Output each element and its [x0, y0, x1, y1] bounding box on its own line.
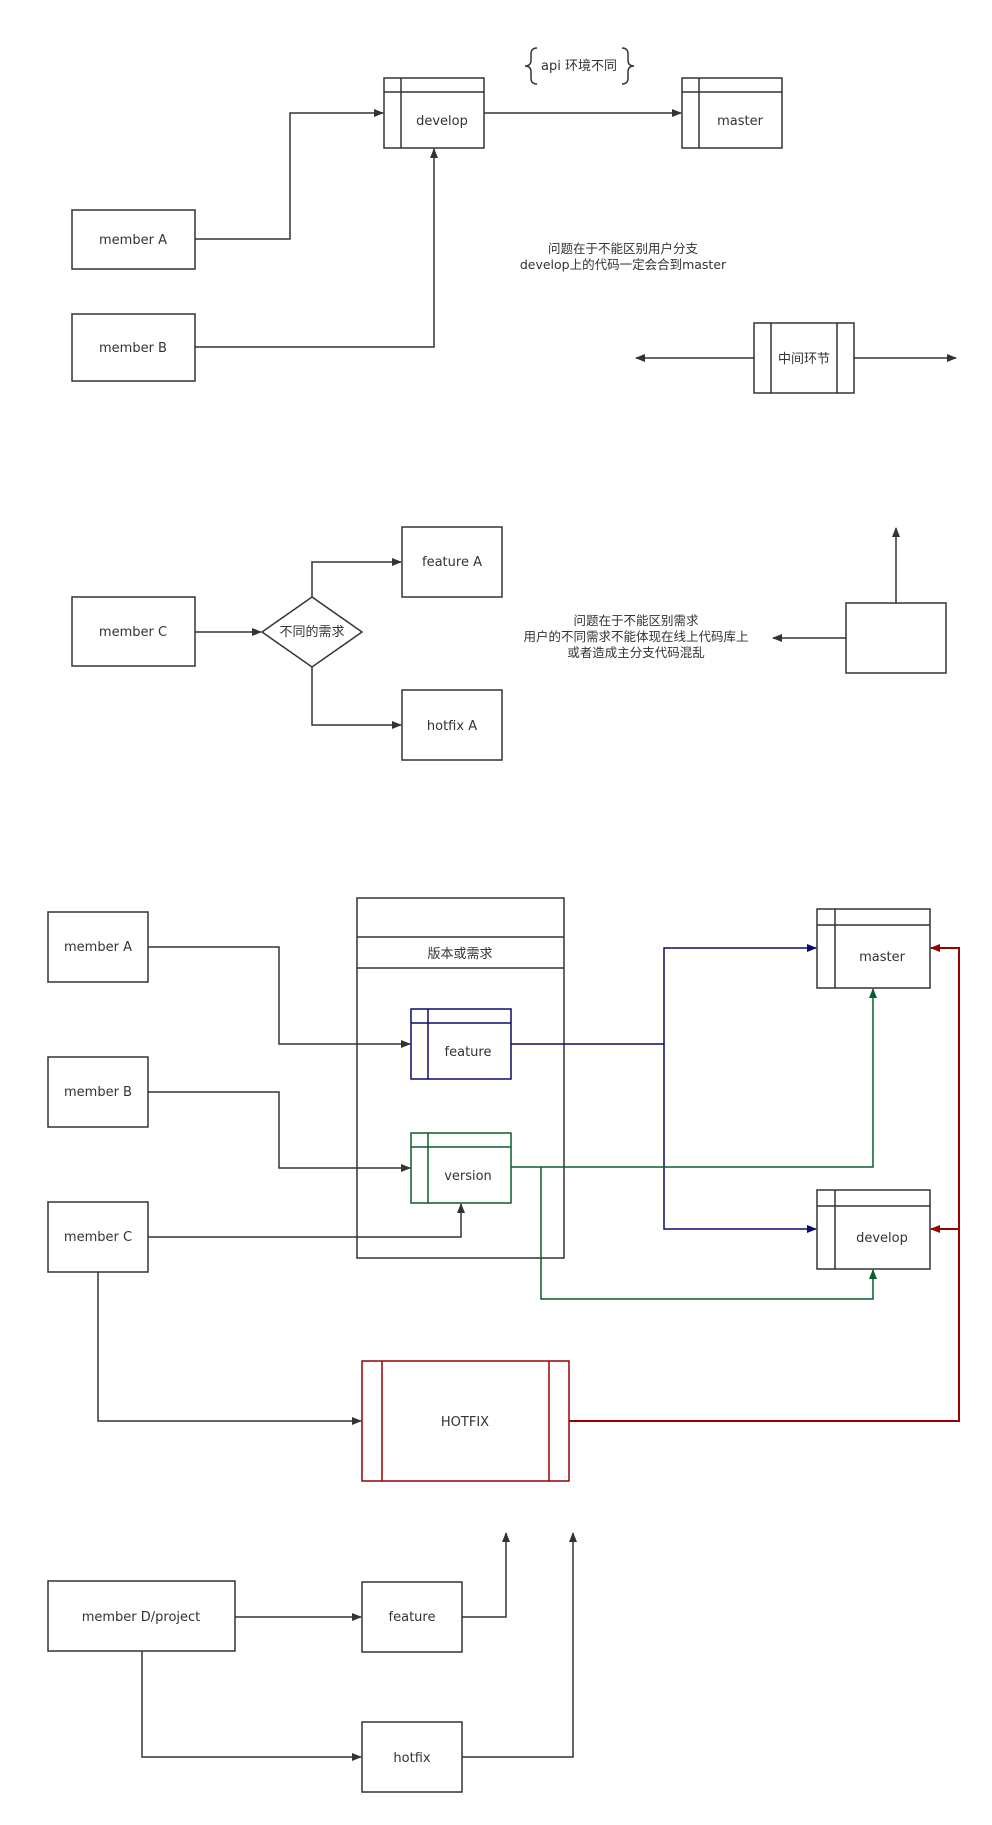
problem-note-1: 问题在于不能区别用户分支 develop上的代码一定会合到master	[520, 241, 727, 272]
note-1-line-1: 问题在于不能区别用户分支	[548, 241, 699, 256]
member-c2-node[interactable]: member C	[47, 1201, 149, 1273]
master2-label: master	[859, 950, 905, 965]
master-branch[interactable]: master	[681, 77, 783, 149]
edge-member-c2-version	[148, 1203, 465, 1238]
feature-label: feature	[445, 1045, 492, 1060]
develop-label: develop	[416, 114, 468, 129]
api-annotation: api 环境不同	[524, 47, 635, 85]
edge-feature-develop	[663, 1044, 817, 1233]
master-label: master	[717, 114, 763, 129]
develop2-label: develop	[856, 1231, 908, 1246]
edge-member-d-hotfix	[141, 1651, 362, 1761]
master2-branch[interactable]: master	[816, 908, 931, 989]
version-branch[interactable]: version	[410, 1132, 512, 1204]
edge-decision-feature-a	[311, 558, 402, 597]
diagram-1: api 环境不同 develop master member A member …	[71, 47, 957, 394]
edge-version-develop	[540, 1167, 877, 1300]
edge-member-b2-version	[148, 1091, 411, 1172]
diagram-4: member D/project feature hotfix	[47, 1532, 577, 1793]
member-b2-node[interactable]: member B	[47, 1056, 149, 1128]
note-2-line-3: 或者造成主分支代码混乱	[567, 645, 705, 660]
edge-feature-master	[511, 944, 817, 1045]
decision-label: 不同的需求	[279, 624, 344, 640]
problem-note-2: 问题在于不能区别需求 用户的不同需求不能体现在线上代码库上 或者造成主分支代码混…	[523, 613, 748, 660]
member-a-label: member A	[99, 233, 167, 248]
member-c2-label: member C	[64, 1230, 132, 1245]
edge-version-master	[511, 988, 877, 1168]
member-c-label: member C	[99, 625, 167, 640]
diagram-2: member C 不同的需求 feature A hotfix A 问题在于不能…	[71, 526, 947, 761]
member-c-node[interactable]: member C	[71, 596, 196, 667]
hotfix-a-label: hotfix A	[427, 719, 477, 734]
version-label: version	[444, 1169, 492, 1184]
member-b2-label: member B	[64, 1085, 132, 1100]
middle-step-node[interactable]: 中间环节	[753, 322, 855, 394]
member-b-label: member B	[99, 341, 167, 356]
member-d-label: member D/project	[82, 1610, 201, 1625]
edge-feature2-up	[462, 1532, 510, 1618]
hotfix2-label: hotfix	[393, 1751, 430, 1766]
feature2-label: feature	[389, 1610, 436, 1625]
api-annotation-text: api 环境不同	[541, 59, 617, 74]
hotfix-branch[interactable]: HOTFIX	[361, 1360, 570, 1482]
edge-decision-hotfix-a	[311, 667, 402, 729]
edge-hotfix-master	[569, 944, 960, 1422]
member-a2-node[interactable]: member A	[47, 911, 149, 983]
feature-a-node[interactable]: feature A	[401, 526, 503, 598]
edge-member-a-develop	[195, 109, 384, 240]
middle-step-label: 中间环节	[778, 352, 830, 367]
member-a-node[interactable]: member A	[71, 209, 196, 270]
hotfix2-node[interactable]: hotfix	[361, 1721, 463, 1793]
member-d-node[interactable]: member D/project	[47, 1580, 236, 1652]
feature-branch[interactable]: feature	[410, 1008, 512, 1080]
diagram-3: member A member B member C 版本或需求 feature	[47, 897, 960, 1482]
edge-member-b-develop	[195, 148, 438, 348]
empty-node[interactable]	[845, 602, 947, 674]
edge-member-a2-feature	[148, 946, 411, 1048]
note-2-line-1: 问题在于不能区别需求	[573, 613, 699, 628]
container-title: 版本或需求	[427, 947, 492, 962]
develop-branch[interactable]: develop	[383, 77, 485, 149]
hotfix-a-node[interactable]: hotfix A	[401, 689, 503, 761]
requirement-decision[interactable]: 不同的需求	[260, 596, 364, 668]
member-a2-label: member A	[64, 940, 132, 955]
note-2-line-2: 用户的不同需求不能体现在线上代码库上	[523, 629, 748, 644]
develop2-branch[interactable]: develop	[816, 1189, 931, 1270]
feature2-node[interactable]: feature	[361, 1581, 463, 1653]
edge-member-c2-hotfix	[97, 1272, 362, 1425]
edge-hotfix2-up	[462, 1532, 577, 1758]
note-1-line-2: develop上的代码一定会合到master	[520, 257, 727, 272]
member-b-node[interactable]: member B	[71, 313, 196, 382]
hotfix-label: HOTFIX	[441, 1415, 489, 1430]
feature-a-label: feature A	[422, 555, 482, 570]
